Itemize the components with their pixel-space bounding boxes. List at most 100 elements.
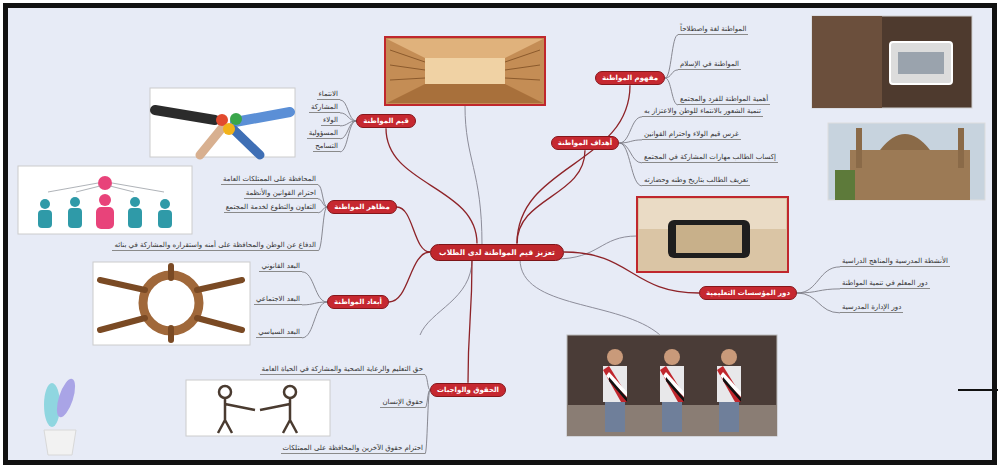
subtopic-item: حق التعليم والرعاية الصحية والمشاركة في … <box>260 365 425 376</box>
node-text: أبعاد المواطنة <box>334 298 382 306</box>
person-head <box>99 194 111 206</box>
subtopic-item: المسؤولية <box>307 129 340 140</box>
minaret <box>856 128 862 168</box>
node-text: أهداف المواطنة <box>558 139 612 147</box>
node-text: الانتماء <box>319 90 338 99</box>
leader-line <box>420 259 472 335</box>
subtopic-item: المواطنة لغة واصطلاحاً <box>678 25 748 36</box>
tree <box>835 170 855 200</box>
screen <box>890 42 952 84</box>
subtopic-item: تعريف الطالب بتاريخ وطنه وحضارته <box>642 176 750 187</box>
plant-decoration <box>44 377 79 455</box>
shelf-line <box>505 50 540 62</box>
head <box>664 349 680 365</box>
node-text: أهمية المواطنة للفرد والمجتمع <box>680 95 768 104</box>
trousers <box>662 402 682 432</box>
person-body <box>128 208 142 228</box>
connector <box>619 143 642 186</box>
central-topic: تعزيز قيم المواطنة لدى الطلاب <box>430 244 564 261</box>
dome <box>880 134 930 150</box>
node-text: دور المعلم في تنمية المواطنة <box>842 279 928 288</box>
minaret <box>958 128 964 168</box>
node-text: تنمية الشعور بالانتماء للوطن والاعتزاز ب… <box>644 107 761 116</box>
phone-screen <box>676 225 742 253</box>
head <box>607 349 623 365</box>
arm <box>235 112 290 122</box>
flag-sash <box>663 372 684 397</box>
library-picture <box>385 37 545 105</box>
node-text: دور المؤسسات التعليمية <box>706 289 790 297</box>
person-body <box>38 210 52 228</box>
subtopic-item: الولاء <box>321 116 340 127</box>
connector <box>564 252 699 293</box>
subtopic-item: المواطنة في الإسلام <box>678 60 741 71</box>
node-text: البعد القانوني <box>261 262 300 271</box>
connector <box>318 185 327 207</box>
subtopic-item: البعد الاجتماعي <box>254 295 302 306</box>
idea-line <box>112 183 164 192</box>
node-text: غرس قيم الولاء واحترام القوانين <box>644 130 739 139</box>
puzzle-piece <box>230 113 242 125</box>
connector <box>468 261 472 383</box>
node-text: الأنشطة المدرسية والمناهج الدراسية <box>842 257 948 266</box>
node-text: المسؤولية <box>309 129 338 138</box>
connector <box>797 267 840 293</box>
connector <box>797 293 840 313</box>
flag-sash <box>723 377 741 402</box>
subtopic-item: أهمية المواطنة للفرد والمجتمع <box>678 95 770 106</box>
arm <box>197 318 242 330</box>
head <box>219 386 231 398</box>
connector <box>386 128 477 243</box>
node-text: دور الإدارة المدرسية <box>842 303 901 312</box>
subtopic-item: التسامح <box>313 142 340 153</box>
subtopic-item: البعد القانوني <box>259 262 302 273</box>
arm <box>168 266 174 278</box>
body <box>260 398 297 433</box>
shelf-line <box>390 50 425 62</box>
flag-sash <box>606 372 627 397</box>
shirt <box>660 366 684 402</box>
arm <box>197 280 242 290</box>
connector <box>340 121 356 152</box>
subtopic-item: التعاون والتطوع لخدمة المجتمع <box>224 203 318 214</box>
flag-sash <box>609 377 627 402</box>
connector <box>517 85 630 243</box>
connector <box>665 35 678 78</box>
connector <box>318 199 327 207</box>
floor <box>387 84 543 103</box>
connector <box>397 207 430 252</box>
node-text: احترام القوانين والأنظمة <box>246 189 316 198</box>
node-text: قيم المواطنة <box>363 117 409 125</box>
connector <box>425 390 430 454</box>
idea-line <box>48 183 98 192</box>
node-text: الولاء <box>323 116 338 125</box>
node-text: التعاون والتطوع لخدمة المجتمع <box>226 203 316 212</box>
picture-frame <box>637 197 788 272</box>
connector <box>665 70 678 78</box>
node-text: البعد الاجتماعي <box>256 295 300 304</box>
connector <box>517 150 585 243</box>
shelf-line <box>505 78 540 80</box>
subtopic-item: حقوق الإنسان <box>380 398 425 409</box>
person-head <box>70 197 80 207</box>
arm <box>100 318 145 330</box>
idea-line <box>76 186 100 192</box>
node-text: تعريف الطالب بتاريخ وطنه وحضارته <box>644 176 748 185</box>
subtopic-item: المشاركة <box>309 103 340 114</box>
handshake-picture <box>186 380 330 436</box>
person-body <box>68 208 82 228</box>
node-text: المواطنة في الإسلام <box>680 60 739 69</box>
connector <box>302 302 327 338</box>
connector <box>389 252 430 302</box>
leaf <box>53 377 79 419</box>
edge-line <box>958 389 998 391</box>
connector <box>619 117 642 143</box>
students-picture <box>567 335 777 436</box>
branch-topic: دور المؤسسات التعليمية <box>699 286 797 300</box>
picture-frame <box>18 166 192 234</box>
node-text: احترام حقوق الآخرين والمحافظة على الممتل… <box>283 444 424 453</box>
corridor-end <box>425 58 505 84</box>
node-text: البعد السياسي <box>258 328 300 337</box>
